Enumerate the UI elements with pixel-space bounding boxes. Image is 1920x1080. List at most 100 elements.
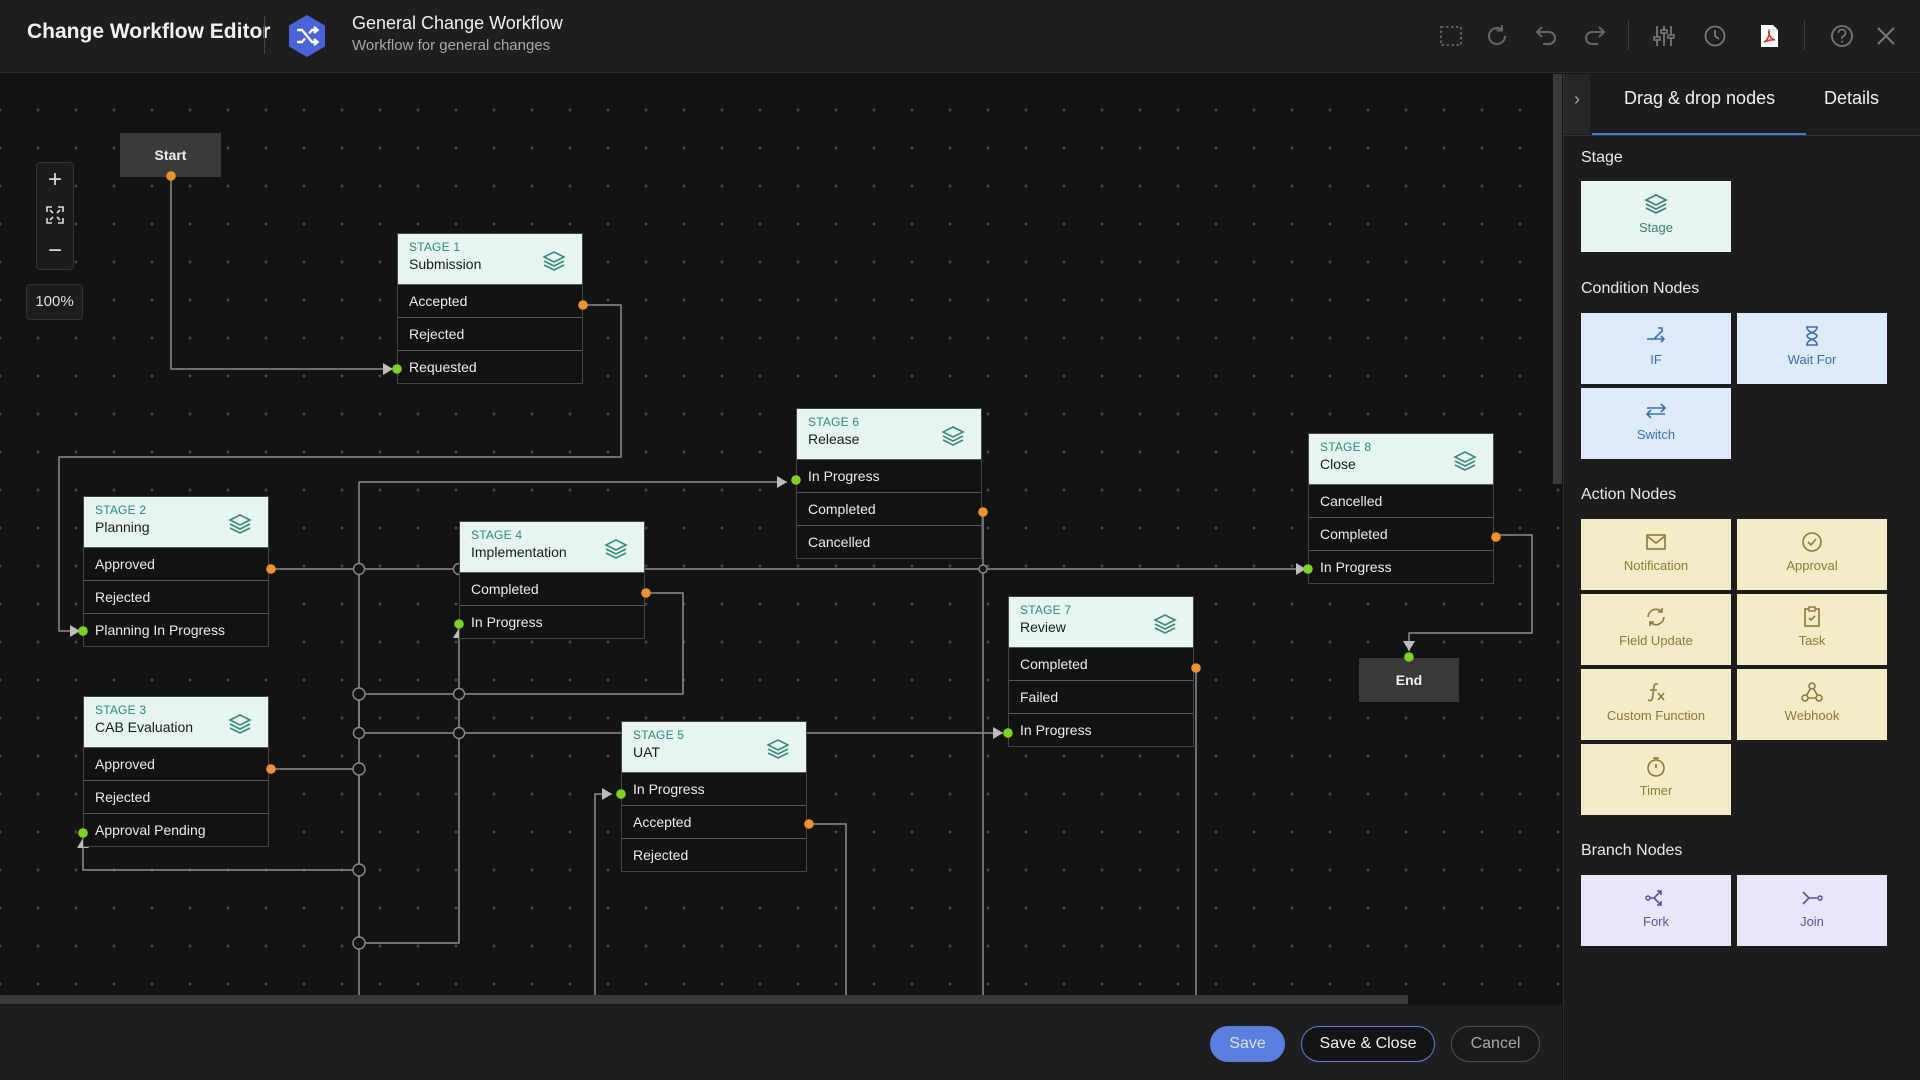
collapse-panel-icon[interactable]: ›	[1564, 74, 1590, 134]
output-port[interactable]	[578, 300, 588, 310]
timer-icon	[1647, 757, 1665, 777]
vertical-scrollbar[interactable]	[1553, 74, 1562, 484]
stage-status-row[interactable]: In Progress	[460, 605, 644, 638]
stage-status-row[interactable]: Failed	[1009, 680, 1193, 713]
stage-node-5[interactable]: STAGE 5 UAT In Progress Accepted Rejecte…	[621, 721, 807, 872]
save-button[interactable]: Save	[1210, 1026, 1285, 1062]
stage-title: Close	[1320, 456, 1356, 472]
input-port[interactable]	[616, 789, 626, 799]
palette-label: Notification	[1623, 558, 1689, 573]
stage-status-row[interactable]: Approved	[84, 547, 268, 580]
palette-if[interactable]: IF	[1581, 313, 1731, 384]
history-icon[interactable]	[1701, 22, 1729, 50]
redo-icon[interactable]	[1581, 22, 1609, 50]
input-port[interactable]	[392, 364, 402, 374]
output-port[interactable]	[1191, 663, 1201, 673]
stage-status-row[interactable]: Approval Pending	[84, 813, 268, 846]
output-port[interactable]	[1491, 532, 1501, 542]
save-close-button[interactable]: Save & Close	[1301, 1026, 1435, 1062]
output-port[interactable]	[978, 507, 988, 517]
end-node[interactable]: End	[1359, 658, 1459, 702]
stage-header: STAGE 6 Release	[797, 409, 981, 459]
start-node[interactable]: Start	[120, 133, 221, 177]
stage-title: CAB Evaluation	[95, 719, 194, 735]
output-port[interactable]	[266, 764, 276, 774]
stage-status-row[interactable]: Cancelled	[1309, 484, 1493, 517]
output-port[interactable]	[641, 588, 651, 598]
fit-screen-icon[interactable]	[37, 198, 73, 232]
stage-status-row[interactable]: Approved	[84, 747, 268, 780]
input-port[interactable]	[454, 619, 464, 629]
input-port[interactable]	[1303, 564, 1313, 574]
palette-fork[interactable]: Fork	[1581, 875, 1731, 946]
switch-arrows-icon	[1645, 403, 1667, 419]
stage-node-3[interactable]: STAGE 3 CAB Evaluation Approved Rejected…	[83, 696, 269, 847]
palette-custom-function[interactable]: Custom Function	[1581, 669, 1731, 740]
palette-switch[interactable]: Switch	[1581, 388, 1731, 459]
stage-status-row[interactable]: Rejected	[398, 317, 582, 350]
stage-node-8[interactable]: STAGE 8 Close Cancelled Completed In Pro…	[1308, 433, 1494, 584]
stage-node-4[interactable]: STAGE 4 Implementation Completed In Prog…	[459, 521, 645, 639]
palette-task[interactable]: Task	[1737, 594, 1887, 665]
stage-status-row[interactable]: Completed	[460, 572, 644, 605]
palette-field-update[interactable]: Field Update	[1581, 594, 1731, 665]
stage-node-1[interactable]: STAGE 1 Submission Accepted Rejected Req…	[397, 233, 583, 384]
output-port[interactable]	[166, 171, 176, 181]
refresh-icon[interactable]	[1483, 22, 1511, 50]
zoom-out-button[interactable]: −	[47, 237, 62, 264]
stage-status-row[interactable]: Accepted	[398, 284, 582, 317]
palette-label: Fork	[1643, 914, 1669, 929]
stage-node-2[interactable]: STAGE 2 Planning Approved Rejected Plann…	[83, 496, 269, 647]
select-icon[interactable]	[1437, 22, 1465, 50]
palette-approval[interactable]: Approval	[1737, 519, 1887, 590]
stage-status-row[interactable]: Planning In Progress	[84, 613, 268, 646]
output-port[interactable]	[804, 819, 814, 829]
input-port[interactable]	[78, 626, 88, 636]
palette-label: Webhook	[1784, 708, 1840, 723]
stage-status-row[interactable]: In Progress	[622, 772, 806, 805]
palette-timer[interactable]: Timer	[1581, 744, 1731, 815]
stage-status-row[interactable]: Rejected	[84, 580, 268, 613]
stage-status-row[interactable]: Completed	[797, 492, 981, 525]
help-icon[interactable]	[1828, 22, 1856, 50]
tab-details[interactable]: Details	[1824, 88, 1880, 108]
input-port[interactable]	[791, 475, 801, 485]
stage-status-row[interactable]: In Progress	[1309, 550, 1493, 583]
stage-node-6[interactable]: STAGE 6 Release In Progress Completed Ca…	[796, 408, 982, 559]
stage-status-row[interactable]: Accepted	[622, 805, 806, 838]
stage-status-row[interactable]: Cancelled	[797, 525, 981, 558]
stage-number: STAGE 4	[471, 528, 523, 542]
stage-node-7[interactable]: STAGE 7 Review Completed Failed In Progr…	[1008, 596, 1194, 747]
close-icon[interactable]	[1872, 22, 1900, 50]
output-port[interactable]	[266, 564, 276, 574]
zoom-in-button[interactable]: +	[47, 166, 62, 193]
stage-status-row[interactable]: Rejected	[84, 780, 268, 813]
horizontal-scrollbar[interactable]	[0, 995, 1408, 1004]
palette-join[interactable]: Join	[1737, 875, 1887, 946]
pdf-icon[interactable]	[1755, 22, 1783, 50]
tab-drag-drop-nodes[interactable]: Drag & drop nodes	[1624, 88, 1776, 108]
stage-header: STAGE 5 UAT	[622, 722, 806, 772]
layers-icon	[604, 539, 628, 559]
stage-status-row[interactable]: In Progress	[797, 459, 981, 492]
clipboard-icon	[1804, 606, 1820, 627]
undo-icon[interactable]	[1532, 22, 1560, 50]
stage-status-row[interactable]: Rejected	[622, 838, 806, 871]
cancel-button[interactable]: Cancel	[1451, 1026, 1540, 1062]
input-port[interactable]	[1404, 652, 1414, 662]
palette-notification[interactable]: Notification	[1581, 519, 1731, 590]
input-port[interactable]	[78, 828, 88, 838]
settings-icon[interactable]	[1650, 22, 1678, 50]
stage-status-row[interactable]: Requested	[398, 350, 582, 383]
stage-title: Release	[808, 431, 860, 447]
palette-webhook[interactable]: Webhook	[1737, 669, 1887, 740]
node-palette-panel: › Drag & drop nodes Details Stage Stage …	[1563, 74, 1920, 1080]
palette-stage[interactable]: Stage	[1581, 181, 1731, 252]
stage-status-row[interactable]: Completed	[1009, 647, 1193, 680]
input-port[interactable]	[1003, 728, 1013, 738]
stage-number: STAGE 5	[633, 728, 685, 742]
palette-wait-for[interactable]: Wait For	[1737, 313, 1887, 384]
stage-status-row[interactable]: Completed	[1309, 517, 1493, 550]
stage-header: STAGE 1 Submission	[398, 234, 582, 284]
stage-status-row[interactable]: In Progress	[1009, 713, 1193, 746]
